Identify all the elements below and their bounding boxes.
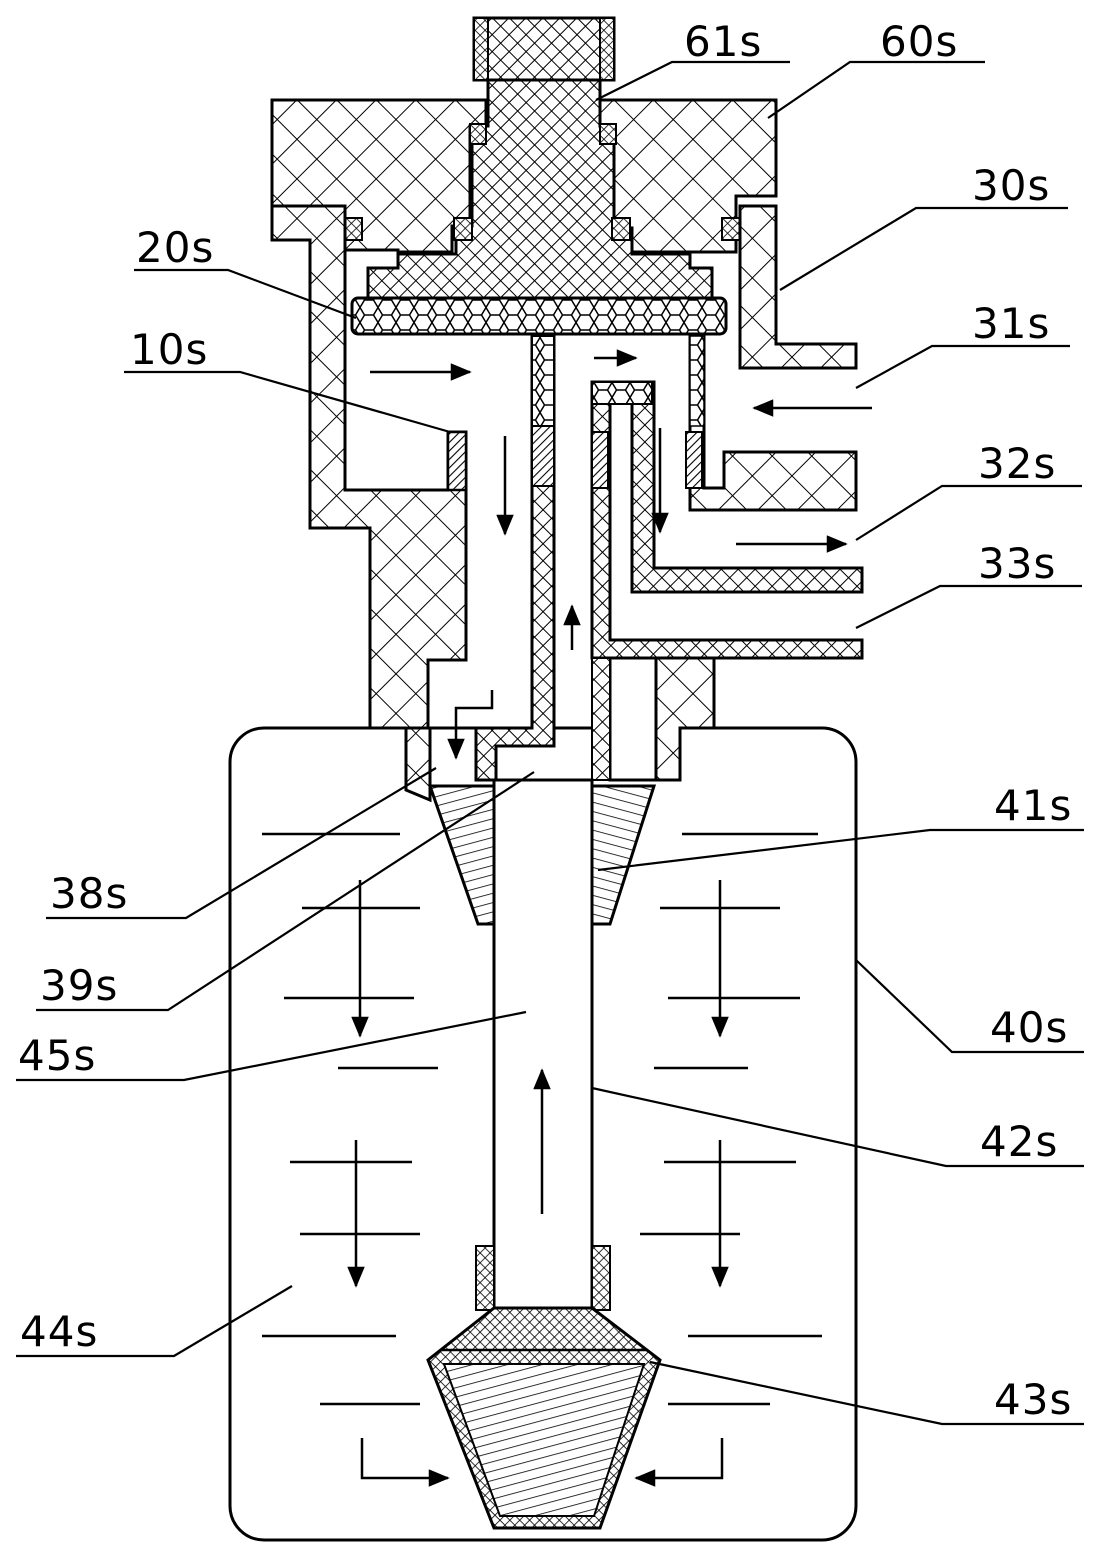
- label-39s: 39s: [40, 961, 118, 1010]
- label-32s: 32s: [978, 439, 1056, 488]
- housing-30s: [738, 204, 858, 370]
- dip-tube-42s: [492, 778, 594, 1312]
- label-31s: 31s: [972, 299, 1050, 348]
- label-60s: 60s: [880, 17, 958, 66]
- label-33s: 33s: [978, 539, 1056, 588]
- inner-tube-right: [590, 380, 864, 660]
- flow-arrows-bottle: [347, 880, 729, 1487]
- label-61s: 61s: [684, 17, 762, 66]
- flow-arrows-internal: [370, 349, 872, 1214]
- label-44s: 44s: [20, 1307, 98, 1356]
- label-43s: 43s: [994, 1375, 1072, 1424]
- label-10s: 10s: [130, 325, 208, 374]
- filter-disk-20s: [350, 296, 728, 336]
- label-38s: 38s: [50, 869, 128, 918]
- label-42s: 42s: [980, 1117, 1058, 1166]
- liquid-level-marks: [262, 832, 822, 1406]
- seal-rings: [343, 123, 741, 241]
- label-30s: 30s: [972, 161, 1050, 210]
- label-45s: 45s: [18, 1031, 96, 1080]
- label-40s: 40s: [990, 1003, 1068, 1052]
- knob-61s-top: [472, 16, 616, 82]
- label-41s: 41s: [994, 781, 1072, 830]
- leader-lines: [16, 60, 1084, 1426]
- plate-10s: [446, 430, 468, 492]
- label-20s: 20s: [136, 223, 214, 272]
